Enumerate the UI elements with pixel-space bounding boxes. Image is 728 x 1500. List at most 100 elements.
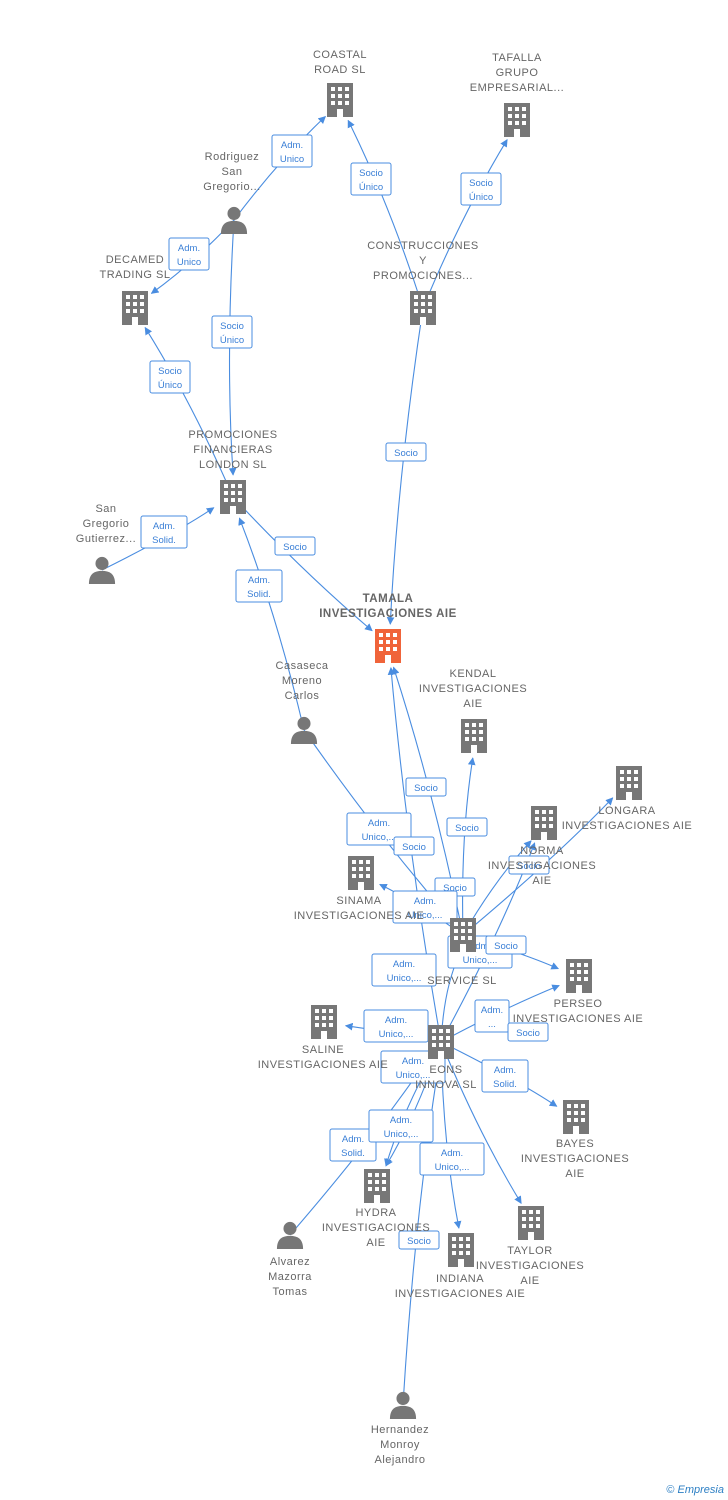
edge-label-text: Unico,... — [396, 1070, 431, 1081]
node-rodriguez[interactable]: RodriguezSanGregorio... — [203, 151, 260, 234]
edge-label-text: Adm. — [441, 1148, 463, 1159]
edge-label[interactable]: Socio — [405, 777, 447, 797]
node-label: INVESTIGACIONES AIE — [513, 1013, 644, 1025]
edge-label[interactable]: Adm.Solid. — [481, 1059, 529, 1093]
building-icon — [504, 103, 530, 137]
building-icon — [450, 918, 476, 952]
node-label: Alejandro — [375, 1454, 426, 1466]
node-label: CONSTRUCCIONES — [367, 240, 479, 252]
edge-service-kendal — [462, 757, 476, 936]
node-label: Casaseca — [276, 660, 329, 672]
edge-label-text: Socio — [516, 1028, 540, 1039]
edge-label[interactable]: Socio — [393, 836, 435, 856]
edge-label-text: Socio — [407, 1236, 431, 1247]
node-label: INVESTIGACIONES AIE — [395, 1288, 526, 1300]
edge-label-text: Adm. — [178, 243, 200, 254]
person-icon — [389, 1391, 417, 1419]
edge-label-text: Unico,... — [362, 832, 397, 843]
node-label: EONS — [429, 1064, 462, 1076]
node-sangregorio[interactable]: SanGregorioGutierrez... — [76, 503, 136, 584]
node-label: Y — [419, 255, 427, 267]
edge-label-text: Adm. — [390, 1115, 412, 1126]
node-label: Gutierrez... — [76, 533, 136, 545]
edge-label[interactable]: Socio — [385, 442, 427, 462]
edge-label-text: Único — [469, 192, 493, 203]
edge-label[interactable]: Adm.Unico,... — [392, 890, 458, 924]
footer-brand[interactable]: © Empresia — [666, 1484, 724, 1496]
edge-label[interactable]: Adm. Unico,... — [380, 1050, 446, 1084]
edge-construcciones-coastal — [347, 119, 424, 309]
edge-label[interactable]: Adm.Unico,... — [371, 953, 437, 987]
node-label: Alvarez — [270, 1256, 310, 1268]
node-label: INVESTIGACIONES — [488, 860, 596, 872]
person-icon — [276, 1221, 304, 1249]
node-service[interactable]: SERVICE SL — [427, 918, 497, 987]
node-indiana[interactable]: INDIANA INVESTIGACIONES AIE — [395, 1233, 526, 1300]
node-label: AIE — [520, 1275, 539, 1287]
node-construcciones[interactable]: CONSTRUCCIONESYPROMOCIONES... — [367, 240, 479, 325]
edge-label-text: Adm. — [481, 1005, 503, 1016]
node-label: INVESTIGACIONES — [322, 1222, 430, 1234]
edge-label-text: Socio — [283, 542, 307, 553]
edge-label[interactable]: Socio — [446, 817, 488, 837]
node-label: AIE — [565, 1168, 584, 1180]
edge-label[interactable]: Socio — [507, 1022, 549, 1042]
edge-label[interactable]: Adm.Unico,... — [368, 1109, 434, 1143]
edge-label-text: Socio — [414, 783, 438, 794]
node-label: KENDAL — [449, 668, 496, 680]
edge-label[interactable]: Socio — [274, 536, 316, 556]
edge-label-text: Adm. — [342, 1134, 364, 1145]
edge-label[interactable]: Adm.Solid. — [235, 569, 283, 603]
edge-label[interactable]: Socio — [485, 935, 527, 955]
edge-label-text: Adm. — [402, 1056, 424, 1067]
edge-label-text: Adm. — [414, 896, 436, 907]
edge-label-text: Unico,... — [387, 973, 422, 984]
edge-label-text: Adm. — [385, 1015, 407, 1026]
node-label: Mazorra — [268, 1271, 312, 1283]
node-tafalla[interactable]: TAFALLAGRUPOEMPRESARIAL... — [470, 52, 564, 137]
node-label: INVESTIGACIONES AIE — [319, 608, 457, 620]
building-icon — [327, 83, 353, 117]
edge-label[interactable]: Adm.Unico,... — [419, 1142, 485, 1176]
edge-label[interactable]: Socio — [508, 855, 550, 875]
edge-label-text: Unico,... — [463, 955, 498, 966]
node-label: BAYES — [556, 1138, 594, 1150]
node-label: INDIANA — [436, 1273, 484, 1285]
edge-label[interactable]: Socio — [398, 1230, 440, 1250]
building-icon — [461, 719, 487, 753]
edge-label-text: Unico,... — [379, 1029, 414, 1040]
edge-label[interactable]: Adm.Unico — [168, 237, 210, 271]
edge-label[interactable]: Adm.Solid. — [329, 1128, 377, 1162]
edge-label-text: Adm. — [469, 941, 491, 952]
brand-name: Empresia — [677, 1484, 724, 1496]
edge-label[interactable]: Adm.... — [474, 999, 510, 1033]
building-icon — [448, 1233, 474, 1267]
edge-label[interactable]: Adm.Solid. — [140, 515, 188, 549]
node-label: INVESTIGACIONES AIE — [294, 910, 425, 922]
edge-label[interactable]: Adm.Unico — [271, 134, 313, 168]
edge-label[interactable]: Adm. Unico,... — [363, 1009, 429, 1043]
